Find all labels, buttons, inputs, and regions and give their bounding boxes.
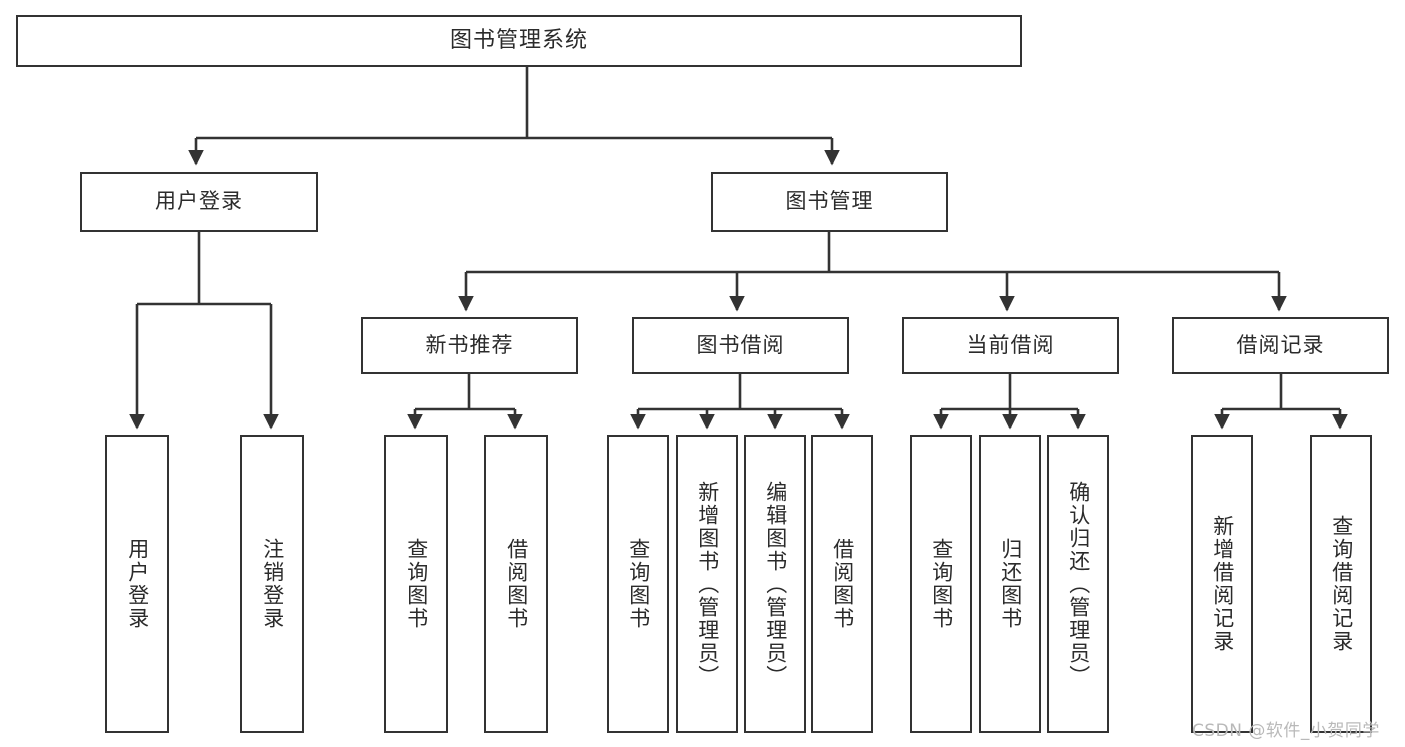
leaf-logout-login[interactable]: 注销登录 xyxy=(240,435,304,733)
leaf-edit-book[interactable]: 编辑图书（管理员） xyxy=(744,435,806,733)
node-label: 借阅图书 xyxy=(504,538,529,630)
node-label: 当前借阅 xyxy=(966,332,1055,357)
node-label: 新书推荐 xyxy=(425,332,514,357)
node-new-book-recommend[interactable]: 新书推荐 xyxy=(361,317,578,374)
node-root-system[interactable]: 图书管理系统 xyxy=(16,15,1022,67)
leaf-query-book-2[interactable]: 查询图书 xyxy=(607,435,669,733)
node-label: 确认归还（管理员） xyxy=(1066,480,1091,688)
node-label: 新增图书（管理员） xyxy=(695,480,720,688)
leaf-return-book[interactable]: 归还图书 xyxy=(979,435,1041,733)
node-label: 图书借阅 xyxy=(696,332,785,357)
node-book-borrow[interactable]: 图书借阅 xyxy=(632,317,849,374)
leaf-query-record[interactable]: 查询借阅记录 xyxy=(1310,435,1372,733)
node-borrow-record[interactable]: 借阅记录 xyxy=(1172,317,1389,374)
leaf-query-book-3[interactable]: 查询图书 xyxy=(910,435,972,733)
node-label: 查询图书 xyxy=(404,538,429,630)
leaf-borrow-book-1[interactable]: 借阅图书 xyxy=(484,435,548,733)
node-label: 编辑图书（管理员） xyxy=(763,480,788,688)
node-label: 查询图书 xyxy=(929,538,954,630)
leaf-add-record[interactable]: 新增借阅记录 xyxy=(1191,435,1253,733)
leaf-add-book[interactable]: 新增图书（管理员） xyxy=(676,435,738,733)
node-label: 借阅记录 xyxy=(1236,332,1325,357)
node-label: 新增借阅记录 xyxy=(1210,515,1235,653)
node-label: 归还图书 xyxy=(998,538,1023,630)
node-label: 用户登录 xyxy=(155,189,243,214)
leaf-confirm-return[interactable]: 确认归还（管理员） xyxy=(1047,435,1109,733)
leaf-user-login[interactable]: 用户登录 xyxy=(105,435,169,733)
node-label: 用户登录 xyxy=(125,538,150,630)
leaf-query-book-1[interactable]: 查询图书 xyxy=(384,435,448,733)
leaf-borrow-book-2[interactable]: 借阅图书 xyxy=(811,435,873,733)
node-label: 图书管理系统 xyxy=(449,27,588,53)
node-label: 注销登录 xyxy=(260,538,285,630)
node-current-borrow[interactable]: 当前借阅 xyxy=(902,317,1119,374)
node-user-login[interactable]: 用户登录 xyxy=(80,172,318,232)
csdn-watermark: CSDN @软件_小贺同学 xyxy=(1192,721,1380,741)
node-book-management[interactable]: 图书管理 xyxy=(711,172,948,232)
node-label: 查询图书 xyxy=(626,538,651,630)
node-label: 借阅图书 xyxy=(830,538,855,630)
node-label: 查询借阅记录 xyxy=(1329,515,1354,653)
node-label: 图书管理 xyxy=(785,189,874,214)
